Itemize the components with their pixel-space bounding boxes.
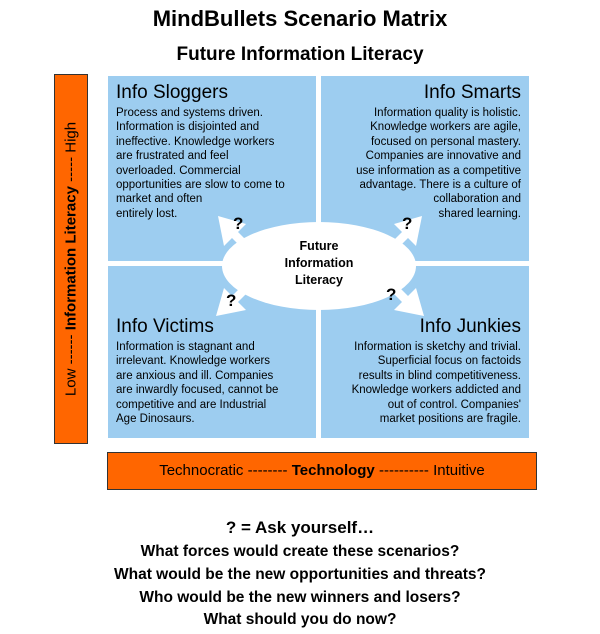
quadrant-title: Info Sloggers (116, 82, 228, 103)
description-line: out of control. Companies' (387, 398, 521, 411)
description-line: opportunities are slow to come to (116, 179, 285, 192)
question-line: Who would be the new winners and losers? (139, 589, 461, 606)
description-line: market and often (116, 193, 203, 206)
description-line: Companies are innovative and (365, 150, 521, 163)
description-line: are anxious and ill. Companies (116, 369, 274, 382)
description-line: market positions are fragile. (379, 413, 521, 426)
description-line: shared learning. (438, 207, 521, 220)
description-line: Information quality is holistic. (373, 107, 521, 119)
center-ellipse (222, 222, 416, 310)
arrow-bottom-left (216, 288, 246, 316)
quadrant-description: Information is stagnant and irrelevant. … (116, 340, 308, 426)
description-line: Knowledge workers are agile, (370, 121, 521, 134)
description-line: Information is sketchy and trivial. (354, 341, 521, 353)
description-line: collaboration and (433, 193, 521, 206)
description-line: results in blind competitiveness. (358, 369, 521, 382)
description-line: Knowledge workers addicted and (351, 384, 521, 397)
question-mark-bottom-left: ? (226, 291, 237, 310)
center-label: Future Information Literacy (222, 238, 416, 289)
quadrant-description: Process and systems driven. Information … (116, 106, 308, 221)
description-line: Process and systems driven. (116, 107, 264, 119)
quadrant-info-smarts: Info Smarts Information quality is holis… (321, 76, 529, 261)
quadrant-description: Information quality is holistic. Knowled… (329, 106, 521, 221)
description-line: use information as a competitive (356, 164, 521, 177)
question-line: What would be the new opportunities and … (114, 566, 486, 583)
description-line: are inwardly focused, cannot be (116, 384, 279, 397)
question-line: What forces would create these scenarios… (140, 543, 460, 560)
page-title: MindBullets Scenario Matrix (152, 6, 448, 31)
quadrant-title: Info Smarts (423, 82, 521, 103)
ask-heading: ? = Ask yourself… (225, 518, 375, 537)
description-line: focused on personal mastery. (370, 135, 521, 148)
description-line: overloaded. Commercial (116, 164, 241, 177)
center-label-line: Future (299, 239, 339, 253)
arrow-bottom-right (394, 288, 424, 316)
horizontal-axis-bar: Technocratic -------- Technology -------… (107, 452, 537, 490)
quadrant-description: Information is sketchy and trivial. Supe… (329, 340, 521, 426)
description-line: Age Dinosaurs. (116, 413, 195, 426)
question-mark-top-left: ? (233, 214, 244, 233)
description-line: are frustrated and feel (116, 150, 229, 163)
description-line: entirely lost. (116, 207, 178, 220)
vertical-axis-bar: Low ------ Information Literacy ----- Hi… (54, 74, 88, 444)
horizontal-axis-left: Technocratic -------- (159, 462, 288, 479)
arrow-top-right (394, 216, 422, 246)
question-mark-bottom-right: ? (386, 285, 397, 304)
center-label-line: Literacy (295, 273, 343, 287)
description-line: Information is stagnant and (116, 341, 255, 353)
horizontal-axis-label: Technology (291, 462, 375, 479)
description-line: ineffective. Knowledge workers (116, 135, 275, 148)
quadrant-info-victims: Info Victims Information is stagnant and… (108, 266, 316, 438)
question-mark-top-right: ? (402, 214, 413, 233)
center-label-line: Information (284, 256, 354, 270)
description-line: Superficial focus on factoids (377, 355, 521, 368)
quadrant-title: Info Victims (116, 316, 214, 337)
question-line: What should you do now? (203, 611, 397, 628)
description-line: advantage. There is a culture of (359, 179, 521, 192)
description-line: irrelevant. Knowledge workers (116, 355, 271, 368)
quadrant-title: Info Junkies (419, 316, 521, 337)
horizontal-axis-right: ---------- Intuitive (378, 462, 485, 479)
arrow-top-left (218, 216, 246, 246)
description-line: competitive and are Industrial (116, 398, 267, 411)
description-line: Information is disjointed and (116, 121, 260, 134)
page-subtitle: Future Information Literacy (176, 44, 424, 65)
